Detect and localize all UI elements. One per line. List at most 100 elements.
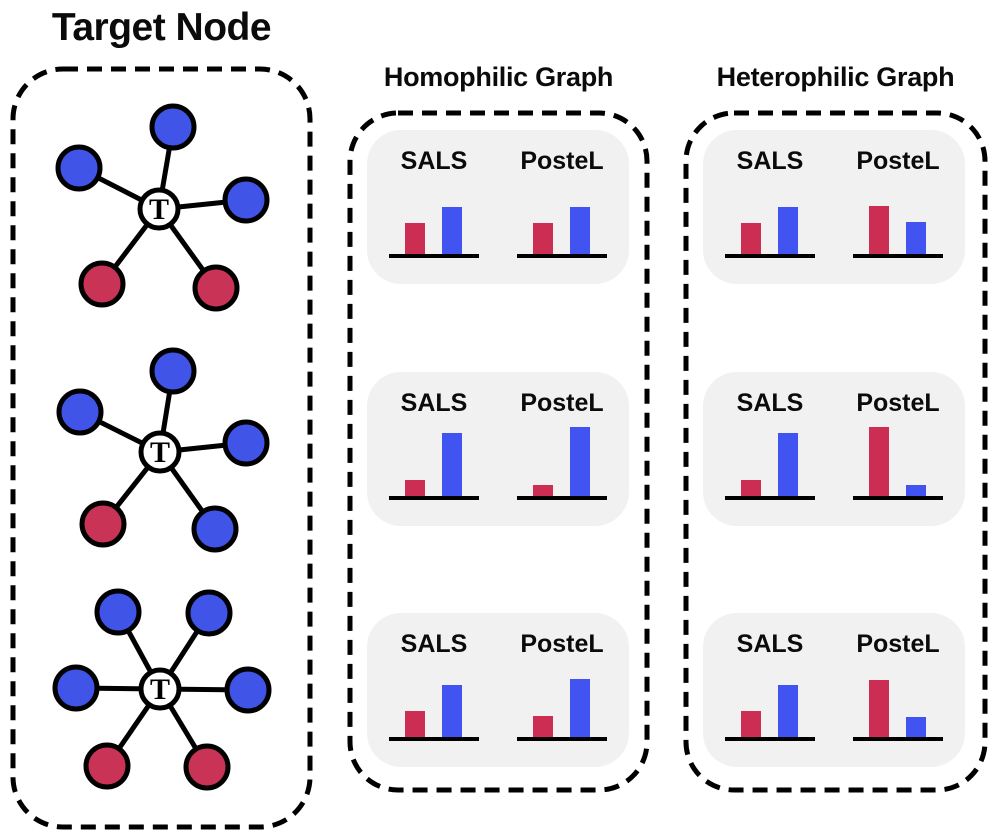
chart-label: PosteL: [856, 147, 940, 175]
blue-class-bar: [778, 685, 798, 737]
homophilic-panel-dashed-border: [347, 110, 650, 793]
comparison-card: SALS PosteL: [703, 613, 965, 767]
red-class-bar: [533, 716, 553, 737]
mini-bar-chart: [517, 182, 607, 258]
blue-neighbor-node: [52, 664, 100, 712]
chart-baseline: [725, 496, 815, 500]
comparison-card: SALS PosteL: [367, 372, 629, 526]
red-class-bar: [869, 680, 889, 737]
chart-unit-sals: SALS: [725, 130, 815, 284]
chart-label: SALS: [736, 389, 804, 417]
homophilic-cards: SALS PosteL SALS Poste: [347, 110, 650, 793]
chart-unit-postel: PosteL: [853, 372, 943, 526]
chart-baseline: [725, 737, 815, 741]
comparison-card: SALS PosteL: [367, 613, 629, 767]
chart-unit-postel: PosteL: [853, 130, 943, 284]
chart-baseline: [853, 737, 943, 741]
chart-label: SALS: [736, 630, 804, 658]
red-class-bar: [741, 223, 761, 254]
red-neighbor-node: [83, 742, 131, 790]
ego-graphs: T T T: [52, 103, 272, 791]
chart-baseline: [517, 496, 607, 500]
blue-class-bar: [570, 207, 590, 254]
ego-graph: T: [52, 588, 272, 791]
mini-bar-chart: [725, 182, 815, 258]
chart-label: PosteL: [520, 389, 604, 417]
mini-bar-chart: [517, 424, 607, 500]
blue-neighbor-node: [149, 103, 197, 151]
red-class-bar: [741, 711, 761, 737]
blue-class-bar: [442, 433, 462, 496]
chart-unit-sals: SALS: [389, 130, 479, 284]
chart-baseline: [853, 254, 943, 258]
mini-bar-chart: [389, 182, 479, 258]
mini-bar-chart: [853, 182, 943, 258]
comparison-card: SALS PosteL: [703, 372, 965, 526]
target-node-title: Target Node: [51, 6, 272, 49]
blue-neighbor-node: [224, 666, 272, 714]
comparison-card: SALS PosteL: [367, 130, 629, 284]
target-node-label: T: [149, 193, 169, 226]
heterophilic-title: Heterophilic Graph: [716, 62, 955, 92]
blue-neighbor-node: [222, 419, 270, 467]
mini-bar-chart: [389, 665, 479, 741]
chart-label: SALS: [736, 147, 804, 175]
target-node-label: T: [150, 673, 170, 706]
mini-bar-chart: [853, 665, 943, 741]
target-center-node: [137, 187, 181, 231]
chart-unit-postel: PosteL: [517, 613, 607, 767]
red-class-bar: [533, 223, 553, 254]
blue-class-bar: [442, 685, 462, 737]
mini-bar-chart: [853, 424, 943, 500]
blue-neighbor-node: [55, 144, 103, 192]
homophilic-title: Homophilic Graph: [383, 62, 614, 92]
red-class-bar: [869, 427, 889, 496]
red-neighbor-node: [183, 743, 231, 791]
chart-baseline: [389, 496, 479, 500]
mini-bar-chart: [517, 665, 607, 741]
chart-baseline: [517, 737, 607, 741]
blue-neighbor-node: [185, 589, 233, 637]
blue-class-bar: [906, 717, 926, 737]
red-neighbor-node: [78, 260, 126, 308]
blue-class-bar: [442, 207, 462, 254]
chart-baseline: [517, 254, 607, 258]
heterophilic-panel-dashed-border: [683, 110, 988, 793]
blue-neighbor-node: [94, 588, 142, 636]
target-node-label: T: [150, 436, 170, 469]
red-neighbor-node: [79, 500, 127, 548]
target-center-node: [138, 667, 182, 711]
comparison-card: SALS PosteL: [703, 130, 965, 284]
chart-unit-sals: SALS: [389, 613, 479, 767]
chart-label: SALS: [400, 389, 468, 417]
chart-unit-postel: PosteL: [517, 372, 607, 526]
chart-unit-sals: SALS: [725, 613, 815, 767]
target-panel-dashed-border: [10, 66, 313, 830]
target-center-node: [138, 430, 182, 474]
chart-baseline: [853, 496, 943, 500]
mini-bar-chart: [389, 424, 479, 500]
red-class-bar: [741, 480, 761, 496]
red-class-bar: [533, 485, 553, 496]
red-neighbor-node: [192, 264, 240, 312]
blue-class-bar: [906, 485, 926, 496]
heterophilic-cards: SALS PosteL SALS Poste: [683, 110, 988, 793]
chart-label: PosteL: [856, 389, 940, 417]
blue-neighbor-node: [149, 347, 197, 395]
blue-class-bar: [570, 427, 590, 496]
blue-class-bar: [906, 222, 926, 254]
chart-label: PosteL: [520, 630, 604, 658]
chart-baseline: [389, 737, 479, 741]
blue-neighbor-node: [222, 176, 270, 224]
red-class-bar: [405, 223, 425, 254]
chart-unit-postel: PosteL: [517, 130, 607, 284]
blue-neighbor-node: [191, 505, 239, 553]
chart-unit-sals: SALS: [389, 372, 479, 526]
chart-label: SALS: [400, 630, 468, 658]
red-class-bar: [405, 480, 425, 496]
ego-graph: T: [56, 347, 270, 553]
chart-unit-postel: PosteL: [853, 613, 943, 767]
chart-baseline: [389, 254, 479, 258]
red-class-bar: [405, 711, 425, 737]
